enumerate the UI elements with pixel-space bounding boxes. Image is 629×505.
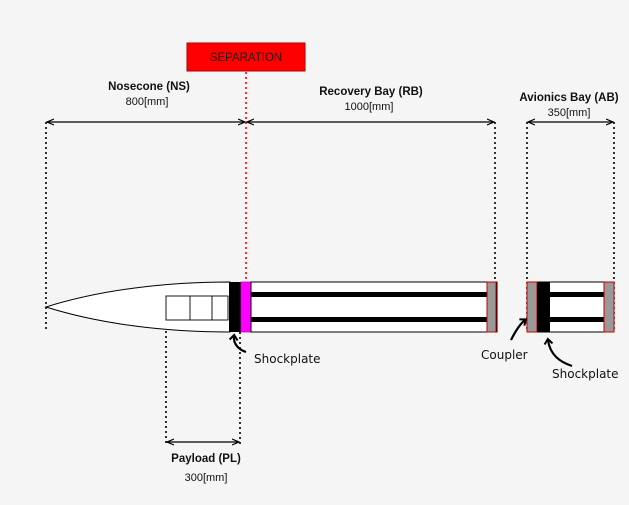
shockplate-1-label: Shockplate [254, 352, 321, 366]
recovery-bay-bulkhead [486, 281, 497, 333]
avionics-rod-bottom [550, 317, 604, 322]
payload-name: Payload (PL) [171, 453, 241, 465]
avionics-rod-top [550, 292, 604, 297]
recovery-bay-length: 1000[mm] [345, 101, 394, 113]
recovery-rod-bottom [251, 317, 487, 322]
avionics-bay-bulkhead [603, 281, 615, 333]
recovery-rod-top [251, 292, 487, 297]
recovery-bay-outline [250, 281, 498, 333]
avionics-shockplate [537, 282, 550, 332]
nosecone-body [44, 281, 252, 333]
avionics-bay-tube [526, 281, 615, 333]
payload-compartment [165, 295, 229, 321]
coupler-callout-arrow [510, 318, 528, 341]
coupler-bulkhead [526, 281, 538, 333]
recovery-bay-tube [250, 281, 498, 333]
shockplate-2-callout-arrow [543, 337, 573, 368]
nosecone-shape [44, 281, 231, 333]
dimension-arrows [47, 122, 613, 442]
callout-arrows [228, 318, 573, 368]
separation-label: SEPARATION [210, 52, 282, 64]
avionics-bay-name: Avionics Bay (AB) [519, 92, 618, 104]
shockplate-1-callout-arrow [228, 333, 247, 354]
nosecone-length: 800[mm] [126, 96, 169, 108]
nosecone-shockplate [229, 282, 241, 332]
avionics-bay-length: 350[mm] [548, 107, 591, 119]
coupler-label: Coupler [481, 348, 528, 362]
separation-marker: SEPARATION [186, 42, 306, 332]
shockplate-2-label: Shockplate [552, 367, 619, 381]
separation-box [186, 42, 306, 72]
payload-length: 300[mm] [185, 472, 228, 484]
recovery-bay-name: Recovery Bay (RB) [319, 86, 423, 98]
nosecone-name: Nosecone (NS) [108, 81, 190, 93]
separation-plate [240, 281, 252, 333]
